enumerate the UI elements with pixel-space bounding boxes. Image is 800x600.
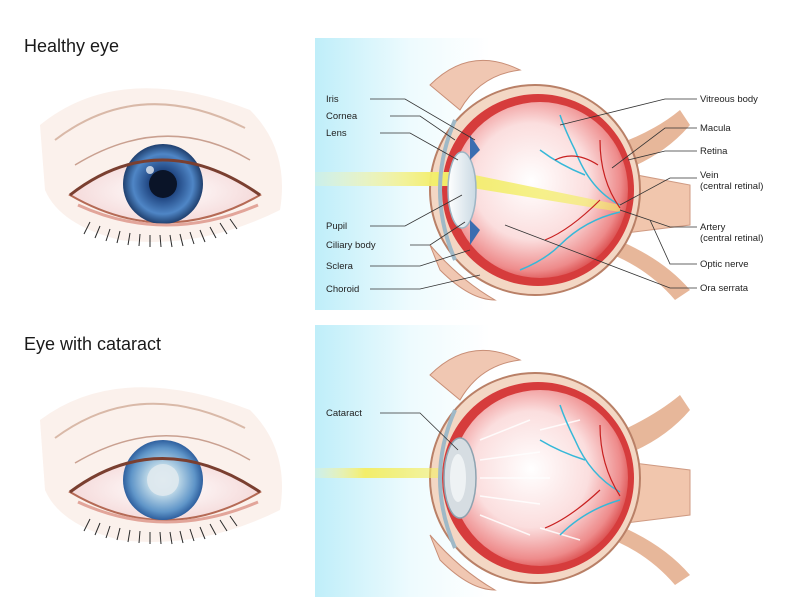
label-artery-sub: (central retinal) xyxy=(700,233,763,244)
healthy-right-labels: Vitreous body Macula Retina Vein (centra… xyxy=(700,94,763,294)
label-lens: Lens xyxy=(326,128,347,139)
label-choroid: Choroid xyxy=(326,284,359,295)
label-vitreous-body: Vitreous body xyxy=(700,94,758,105)
label-cataract: Cataract xyxy=(326,408,362,419)
label-vein: Vein xyxy=(700,170,719,181)
cataract-eye-title: Eye with cataract xyxy=(24,334,162,354)
label-cornea: Cornea xyxy=(326,111,358,122)
healthy-light-beam xyxy=(315,172,620,212)
healthy-external-eye xyxy=(40,88,282,248)
healthy-lens xyxy=(447,151,477,229)
label-retina: Retina xyxy=(700,146,728,157)
label-ora-serrata: Ora serrata xyxy=(700,283,749,294)
healthy-cross-section xyxy=(315,38,691,310)
label-artery: Artery xyxy=(700,222,726,233)
cataract-light-beam xyxy=(315,468,440,478)
leader-lines xyxy=(370,98,697,451)
cataract-external-eye xyxy=(40,387,282,545)
label-iris: Iris xyxy=(326,94,339,105)
label-vein-sub: (central retinal) xyxy=(700,181,763,192)
label-pupil: Pupil xyxy=(326,221,347,232)
label-ciliary-body: Ciliary body xyxy=(326,240,376,251)
label-sclera: Sclera xyxy=(326,261,354,272)
label-macula: Macula xyxy=(700,123,731,134)
healthy-eye-title: Healthy eye xyxy=(24,36,120,56)
cataract-cross-section xyxy=(315,325,691,597)
label-optic-nerve: Optic nerve xyxy=(700,259,749,270)
healthy-left-labels: Iris Cornea Lens Pupil Ciliary body Scle… xyxy=(326,94,376,295)
